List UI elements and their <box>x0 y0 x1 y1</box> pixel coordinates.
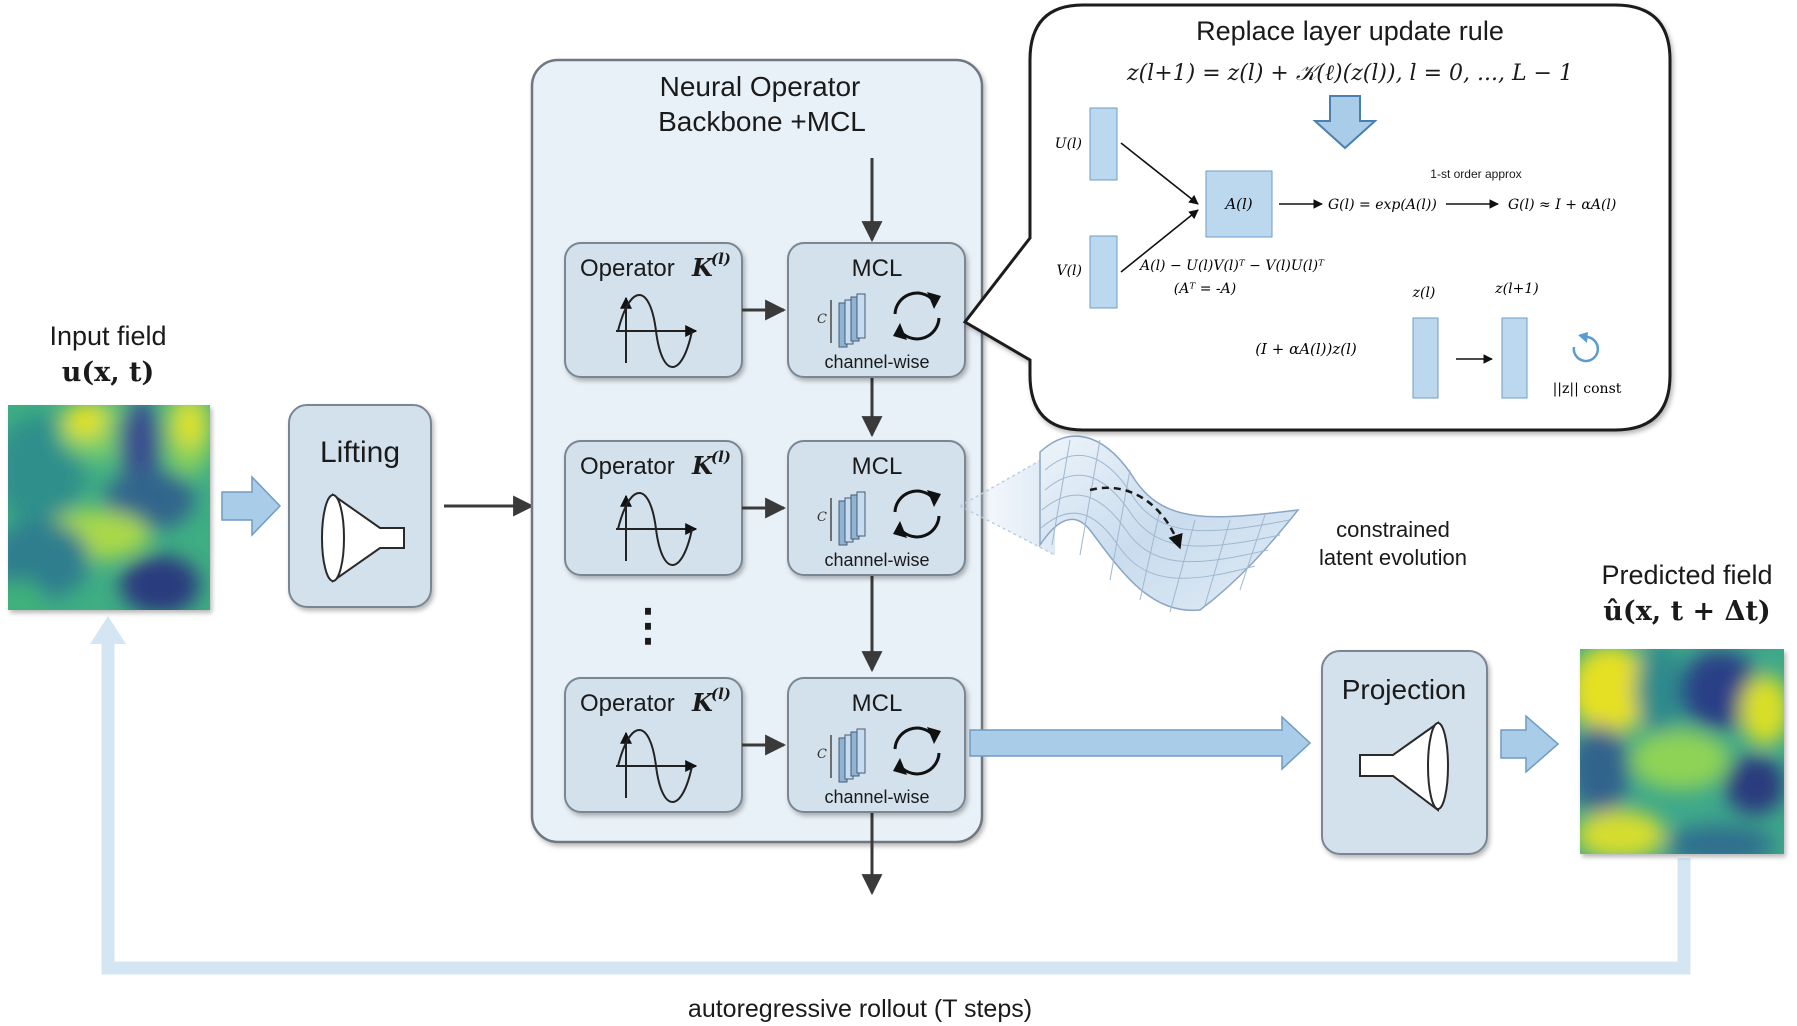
projection-to-output-arrow <box>1500 714 1560 774</box>
operator-block: Operator K(l) <box>564 440 743 576</box>
backbone-title-line2: Backbone +MCL <box>658 106 866 137</box>
sine-wave-icon <box>616 294 698 368</box>
operator-superscript: (l) <box>711 250 731 268</box>
z-l-vector <box>1412 317 1439 399</box>
G-approx: G(l) ≈ I + αA(l) <box>1508 197 1616 213</box>
operator-block: Operator K(l) <box>564 677 743 813</box>
channel-stack-icon: C <box>817 728 866 783</box>
sine-wave-icon <box>616 729 698 803</box>
mcl-to-projection-arrow <box>969 715 1312 771</box>
operator-symbol: K <box>691 253 714 282</box>
mcl-block: MCL channel-wise C <box>787 440 966 576</box>
A-label: A(l) <box>1223 195 1252 213</box>
V-label: V(l) <box>1056 263 1082 279</box>
input-to-lifting-arrow <box>221 475 282 537</box>
mcl-label: MCL <box>852 690 903 717</box>
operator-symbol: K <box>691 688 714 717</box>
channel-c-label: C <box>817 747 827 762</box>
manifold-illustration <box>959 435 1300 613</box>
U-label: U(l) <box>1055 136 1082 152</box>
z-l-label: z(l) <box>1412 285 1436 301</box>
operator-block: Operator K(l) <box>564 242 743 378</box>
operator-label: Operator <box>580 453 675 480</box>
mcl-block: MCL channel-wise C <box>787 242 966 378</box>
manifold-caption-line1: constrained <box>1336 517 1450 542</box>
operator-symbol: K <box>691 451 714 480</box>
mcl-block: MCL channel-wise C <box>787 677 966 813</box>
backbone-row: Operator K(l) MCL channel-wise C <box>564 242 966 378</box>
norm-label: ||z|| const <box>1553 381 1622 397</box>
manifold-caption-line2: latent evolution <box>1319 545 1467 570</box>
callout-bubble: Replace layer update rule z(l+1) = z(l) … <box>962 3 1672 432</box>
backbone-row: Operator K(l) MCL channel-wise C <box>564 677 966 813</box>
input-field-formula: u(x, t) <box>62 357 155 388</box>
mcl-label: MCL <box>852 255 903 282</box>
callout-update-rule: z(l+1) = z(l) + 𝒦(ℓ)(z(l)), l = 0, ..., … <box>1126 61 1573 86</box>
operator-superscript: (l) <box>711 685 731 703</box>
rotate-cycle-icon <box>893 726 941 776</box>
input-field-heatmap <box>8 405 210 610</box>
input-field-title: Input field <box>49 321 166 351</box>
predicted-field-heatmap <box>1580 649 1784 854</box>
callout-title: Replace layer update rule <box>1196 16 1504 46</box>
operator-label: Operator <box>580 690 675 717</box>
update-expression: (I + αA(l))z(l) <box>1255 340 1357 358</box>
backbone-title-line1: Neural Operator <box>660 71 861 102</box>
backbone-row: Operator K(l) MCL channel-wise C <box>564 440 966 576</box>
rollout-label: autoregressive rollout (T steps) <box>688 995 1032 1023</box>
mcl-sublabel: channel-wise <box>824 550 929 570</box>
z-l1-vector <box>1501 317 1528 399</box>
U-vector <box>1089 107 1118 181</box>
rollout-loop <box>90 616 1691 975</box>
callout-down-arrow <box>1312 95 1378 150</box>
projection-label: Projection <box>1342 674 1467 705</box>
predicted-field-formula: û(x, t + Δt) <box>1603 596 1770 627</box>
channel-c-label: C <box>817 510 827 525</box>
sine-wave-icon <box>616 492 698 566</box>
projection-funnel-icon <box>1359 721 1449 813</box>
A-matrix <box>1205 170 1273 238</box>
mcl-sublabel: channel-wise <box>824 787 929 807</box>
approx-title: 1-st order approx <box>1430 167 1521 181</box>
projection-block: Projection <box>1321 650 1488 855</box>
rotate-cycle-icon <box>893 489 941 539</box>
mcl-sublabel: channel-wise <box>824 352 929 372</box>
mcl-label: MCL <box>852 453 903 480</box>
norm-rotate-icon <box>1572 332 1600 363</box>
backbone-ellipsis: ⋮ <box>626 601 670 650</box>
A-skew-note: (Aᵀ = -A) <box>1174 281 1236 297</box>
G-definition: G(l) = exp(A(l)) <box>1328 197 1437 213</box>
lifting-block: Lifting <box>288 404 432 608</box>
A-definition: A(l) − U(l)V(l)ᵀ − V(l)U(l)ᵀ <box>1138 258 1325 274</box>
operator-label: Operator <box>580 255 675 282</box>
z-l1-label: z(l+1) <box>1494 281 1538 297</box>
channel-stack-icon: C <box>817 491 866 546</box>
channel-c-label: C <box>817 312 827 327</box>
predicted-field-title: Predicted field <box>1601 560 1772 590</box>
rotate-cycle-icon <box>893 291 941 341</box>
lifting-funnel-icon <box>321 493 405 583</box>
operator-superscript: (l) <box>711 448 731 466</box>
channel-stack-icon: C <box>817 293 866 348</box>
lifting-label: Lifting <box>320 436 400 469</box>
V-vector <box>1089 235 1118 309</box>
